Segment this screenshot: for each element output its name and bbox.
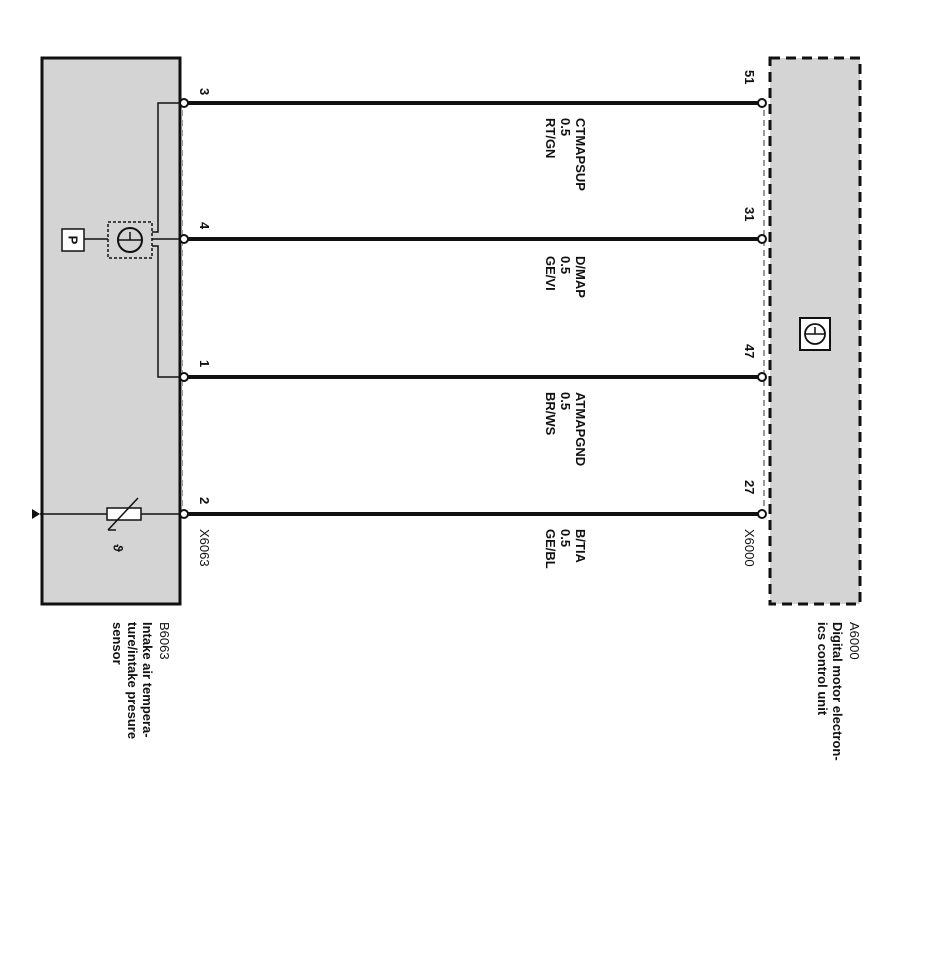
- ground-arrow-icon: [32, 509, 40, 519]
- pressure-sensor-icon: [107, 221, 153, 259]
- pressure-p-box: P: [61, 228, 85, 252]
- wire-signal: B/TIA: [573, 529, 588, 564]
- ecu-pin-4: 27: [742, 480, 757, 494]
- ecu-pin-2: 31: [742, 207, 757, 221]
- wire-gauge: 0.5: [558, 529, 573, 547]
- sensor-connector-label: X6063: [197, 529, 212, 567]
- wire-label-3: ATMAPGND 0.5 BR/WS: [543, 392, 588, 466]
- wire-signal: D/MAP: [573, 256, 588, 298]
- wire-signal: ATMAPGND: [573, 392, 588, 466]
- sensor-id: B6063: [157, 622, 172, 660]
- wire-label-1: CTMAPSUP 0.5 RT/GN: [543, 118, 588, 191]
- sensor-desc-3: sensor: [110, 622, 125, 665]
- ecu-pin-1: 51: [742, 70, 757, 84]
- wire-1: [179, 98, 767, 108]
- ecu-desc-2: ics control unit: [815, 622, 830, 716]
- ecu-component-label: A6000 Digital motor electron- ics contro…: [815, 622, 862, 761]
- wire-label-2: D/MAP 0.5 GE/VI: [543, 256, 588, 298]
- wire-gauge: 0.5: [558, 392, 573, 410]
- sensor-pin-2: 4: [197, 222, 212, 230]
- wire-gauge: 0.5: [558, 256, 573, 274]
- ecu-chip-icon: [799, 317, 831, 351]
- theta-label: ϑ: [111, 544, 126, 552]
- sensor-desc-2: ture/intake presure: [125, 622, 140, 739]
- wire-label-4: B/TIA 0.5 GE/BL: [543, 529, 588, 569]
- sensor-box: [40, 56, 182, 606]
- ecu-pin-3: 47: [742, 344, 757, 358]
- ecu-desc-1: Digital motor electron-: [830, 622, 845, 761]
- wire-color: GE/VI: [543, 256, 558, 291]
- wire-2: [179, 234, 767, 244]
- p-label: P: [66, 236, 81, 245]
- wire-color: RT/GN: [543, 118, 558, 158]
- wire-signal: CTMAPSUP: [573, 118, 588, 191]
- ecu-connector-label: X6000: [742, 529, 757, 567]
- sensor-desc-1: Intake air tempera-: [140, 622, 155, 738]
- sensor-pin-1: 3: [197, 88, 212, 95]
- ecu-id: A6000: [847, 622, 862, 660]
- sensor-pin-3: 1: [197, 360, 212, 367]
- wire-color: GE/BL: [543, 529, 558, 569]
- temperature-resistor-icon: ϑ: [106, 497, 142, 552]
- sensor-component-label: B6063 Intake air tempera- ture/intake pr…: [110, 622, 172, 739]
- sensor-pin-4: 2: [197, 497, 212, 504]
- wire-4: [179, 509, 767, 519]
- wire-color: BR/WS: [543, 392, 558, 436]
- wire-gauge: 0.5: [558, 118, 573, 136]
- wire-3: [179, 372, 767, 382]
